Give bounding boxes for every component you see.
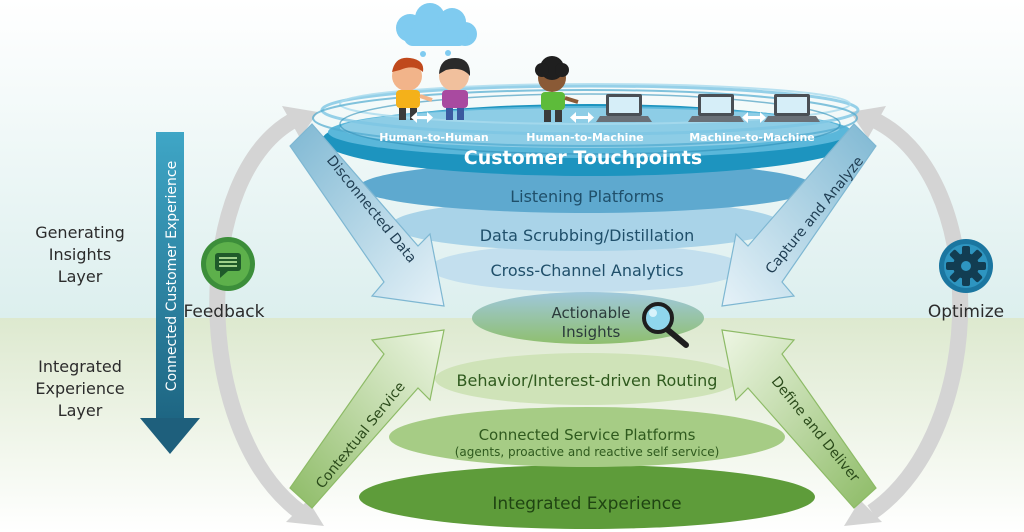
laptop-icon-1 xyxy=(596,94,652,122)
routing-tier xyxy=(435,353,739,405)
insights-layer-line-2: Insights xyxy=(49,245,112,264)
connected-service-sublabel: (agents, proactive and reactive self ser… xyxy=(455,445,720,459)
experience-layer-line-1: Integrated xyxy=(38,357,122,376)
laptop-icon-2 xyxy=(688,94,744,122)
gear-icon xyxy=(939,239,993,293)
scrubbing-tier xyxy=(391,199,783,251)
insights-layer-line-1: Generating xyxy=(35,223,125,242)
optimize-label: Optimize xyxy=(928,302,1004,322)
insights-label: Insights xyxy=(562,323,621,341)
listening-tier xyxy=(359,161,815,213)
actionable-label: Actionable xyxy=(551,304,630,322)
left-cycle-arrow xyxy=(209,106,324,526)
insights-layer-label: Generating Insights Layer xyxy=(35,223,125,286)
connected-service-tier xyxy=(389,407,785,467)
insights-layer-line-3: Layer xyxy=(58,267,103,286)
right-cycle-arrow xyxy=(844,106,969,526)
person-purple-icon xyxy=(439,58,471,120)
feedback-label: Feedback xyxy=(184,302,265,322)
cross-channel-tier xyxy=(429,244,745,292)
integrated-experience-tier xyxy=(359,465,815,529)
person-green-icon xyxy=(535,56,579,122)
experience-layer-label: Integrated Experience Layer xyxy=(35,357,124,420)
integrated-experience-label: Integrated Experience xyxy=(492,494,681,514)
machine-to-machine-label: Machine-to-Machine xyxy=(689,131,815,144)
double-arrow-icon-2 xyxy=(570,112,594,123)
data-scrubbing-label: Data Scrubbing/Distillation xyxy=(480,226,695,245)
magnifier-icon xyxy=(642,302,689,348)
cross-channel-analytics-label: Cross-Channel Analytics xyxy=(490,261,683,280)
feedback-icon xyxy=(201,237,255,291)
customer-touchpoints-label: Customer Touchpoints xyxy=(464,147,702,169)
human-to-human-label: Human-to-Human xyxy=(379,131,488,144)
connected-service-label: Connected Service Platforms xyxy=(479,426,696,444)
thought-cloud-icon xyxy=(396,3,477,57)
listening-platforms-label: Listening Platforms xyxy=(510,187,664,206)
actionable-insights-tier xyxy=(472,292,704,344)
double-arrow-icon-3 xyxy=(742,112,766,123)
connected-experience-label: Connected Customer Experience xyxy=(164,161,180,391)
experience-layer-line-3: Layer xyxy=(58,401,103,420)
experience-layer-line-2: Experience xyxy=(35,379,124,398)
routing-label: Behavior/Interest-driven Routing xyxy=(457,371,718,390)
human-to-machine-label: Human-to-Machine xyxy=(526,131,643,144)
connected-experience-arrow: Connected Customer Experience xyxy=(140,132,200,454)
double-arrow-icon-1 xyxy=(411,112,433,123)
person-orange-icon xyxy=(392,57,433,120)
laptop-icon-3 xyxy=(764,94,820,122)
